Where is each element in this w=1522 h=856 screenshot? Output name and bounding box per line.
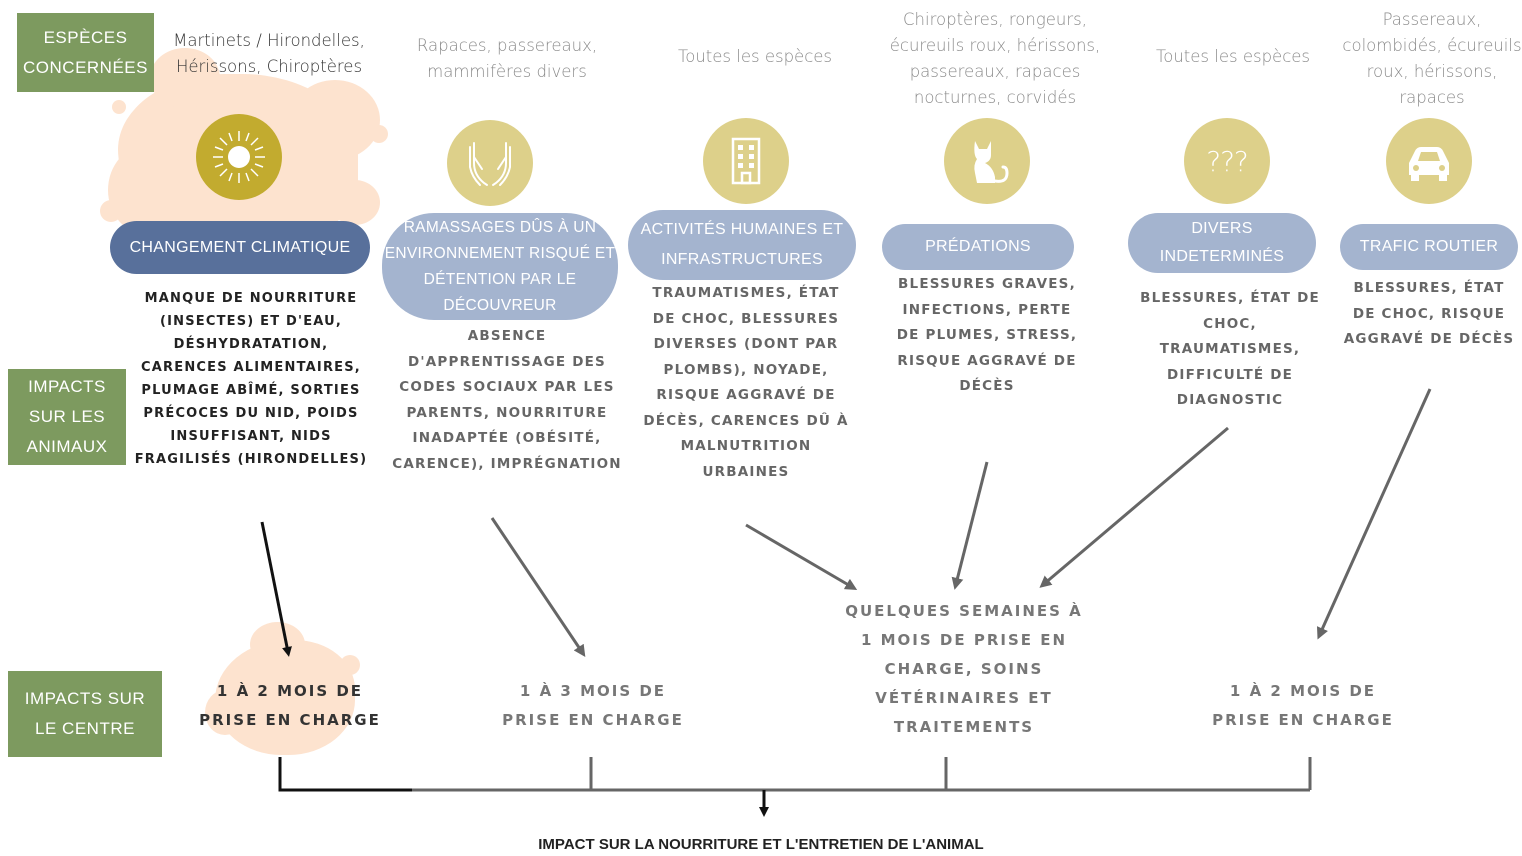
arrow-pickups-to-centre <box>490 517 586 657</box>
row-label-centre: IMPACTS SUR LE CENTRE <box>8 671 162 757</box>
arrow-traffic-to-centre <box>1316 388 1432 640</box>
species-text-5: Toutes les espèces <box>1155 47 1311 66</box>
footer-conclusion: IMPACT SUR LA NOURRITURE ET L'ENTRETIEN … <box>538 836 984 853</box>
centre-impact-4: 1 À 2 MOIS DE PRISE EN CHARGE <box>1212 682 1394 729</box>
species-text-1: Martinets / Hirondelles, Hérissons, Chir… <box>173 31 365 76</box>
row-label-animals: IMPACTS SUR LES ANIMAUX <box>8 369 126 465</box>
species-text-4: Chiroptères, rongeurs, écureuils roux, h… <box>889 10 1101 107</box>
cat-icon <box>944 118 1030 204</box>
species-text-2: Rapaces, passereaux, mammifères divers <box>416 36 598 81</box>
row-label-species: ESPÈCES CONCERNÉES <box>17 13 154 92</box>
arrow-undetermined-to-centre <box>1039 426 1229 588</box>
impact-text-5: BLESSURES, ÉTAT DE CHOC, TRAUMATISMES, D… <box>1140 290 1320 408</box>
cause-pill-road-traffic: TRAFIC ROUTIER <box>1340 224 1518 270</box>
impact-text-6: BLESSURES, ÉTAT DE CHOC, RISQUE AGGRAVÉ … <box>1343 280 1515 347</box>
sun-icon <box>196 114 282 200</box>
cause-pill-undetermined: DIVERS INDETERMINÉS <box>1128 213 1316 273</box>
arrow-climate-to-centre <box>260 521 292 657</box>
impact-text-3: TRAUMATISMES, ÉTAT DE CHOC, BLESSURES DI… <box>643 285 849 480</box>
question-marks-icon: ??? <box>1184 118 1270 204</box>
hands-icon <box>447 120 533 206</box>
species-text-6: Passereaux, colombidés, écureuils roux, … <box>1342 10 1522 107</box>
building-icon <box>703 118 789 204</box>
cause-pill-climate: CHANGEMENT CLIMATIQUE <box>110 221 370 274</box>
impact-text-1: MANQUE DE NOURRITURE (INSECTES) ET D'EAU… <box>134 291 368 467</box>
species-text-3: Toutes les espèces <box>677 47 833 66</box>
arrow-predation-to-centre <box>951 461 989 590</box>
centre-impact-3: QUELQUES SEMAINES À 1 MOIS DE PRISE EN C… <box>845 602 1083 736</box>
car-icon <box>1386 118 1472 204</box>
cause-pill-predation: PRÉDATIONS <box>882 224 1074 270</box>
arrow-human-to-centre <box>745 523 858 591</box>
cause-pill-pickups: RAMASSAGES DÛS À UN ENVIRONNEMENT RISQUÉ… <box>382 213 618 320</box>
impact-text-2: ABSENCE D'APPRENTISSAGE DES CODES SOCIAU… <box>392 328 622 472</box>
cause-pill-human-activities: ACTIVITÉS HUMAINES ET INFRASTRUCTURES <box>628 210 856 280</box>
bracket-connector <box>278 757 1312 792</box>
impact-text-4: BLESSURES GRAVES, INFECTIONS, PERTE DE P… <box>896 276 1078 394</box>
centre-impact-1: 1 À 2 MOIS DE PRISE EN CHARGE <box>199 682 381 729</box>
centre-impact-2: 1 À 3 MOIS DE PRISE EN CHARGE <box>502 682 684 729</box>
